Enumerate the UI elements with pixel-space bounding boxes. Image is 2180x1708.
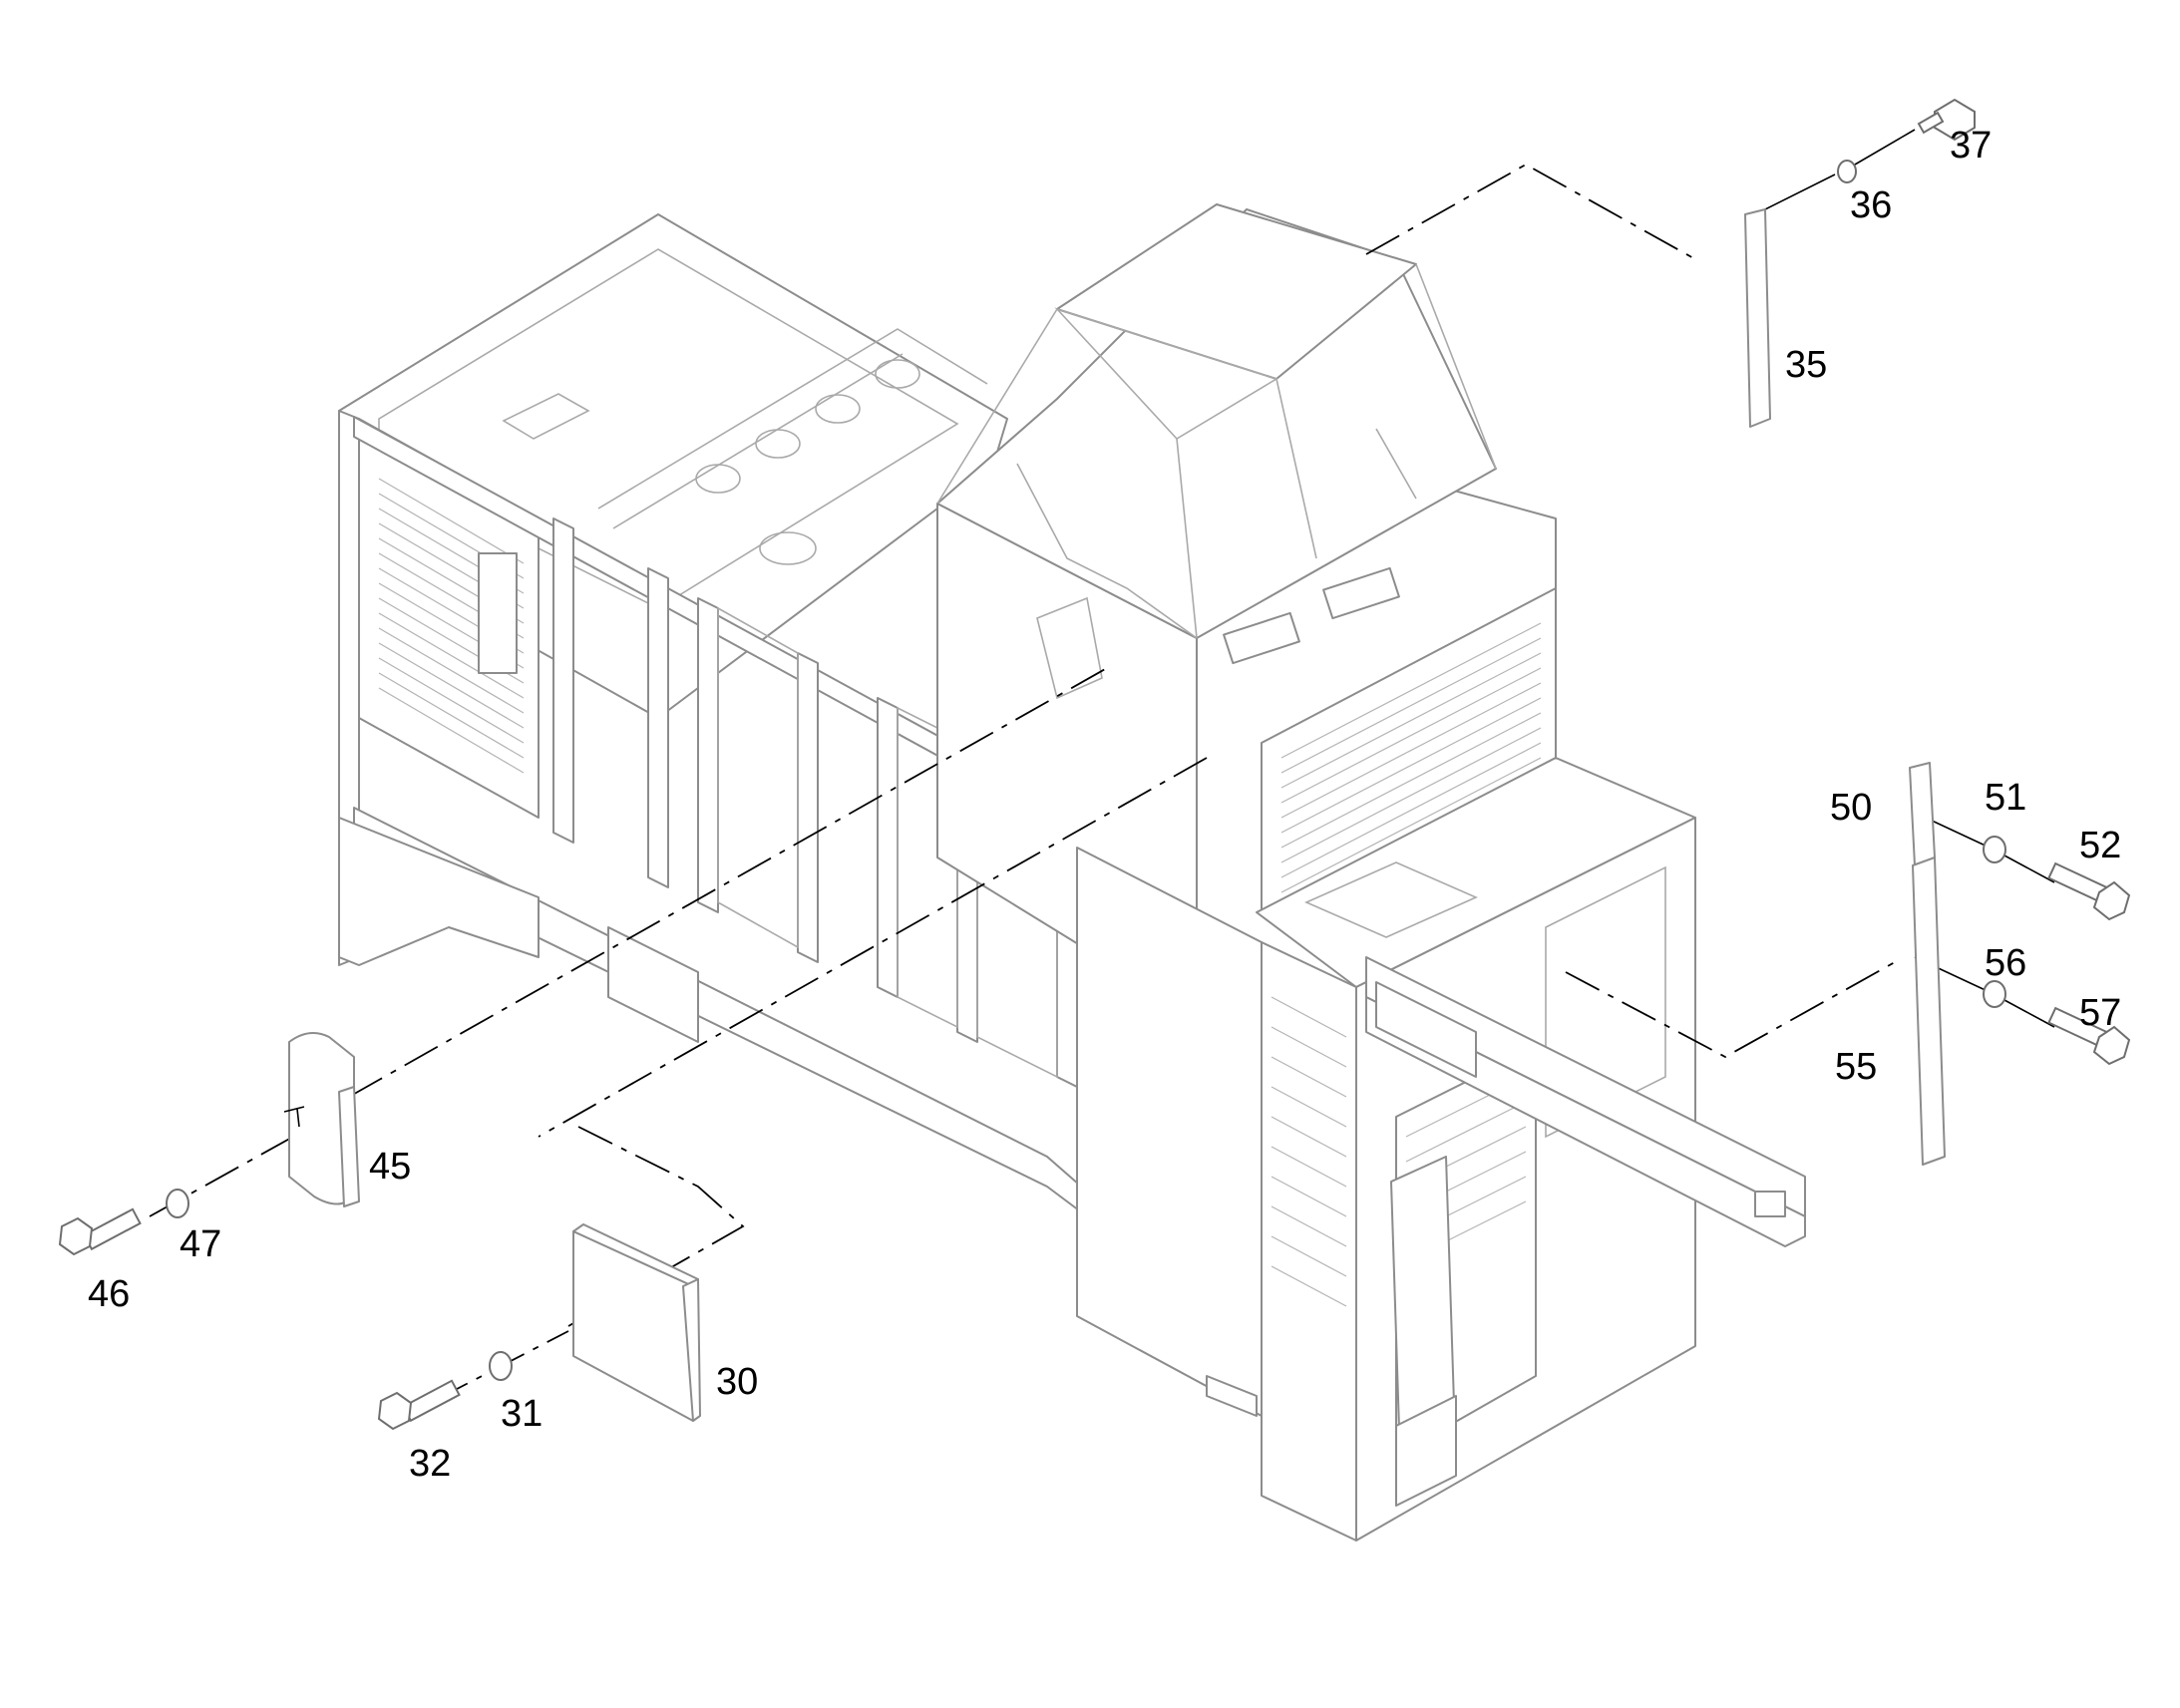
leader-55 bbox=[1565, 961, 1896, 1059]
left-box bbox=[478, 552, 518, 674]
part-56-washer bbox=[1983, 980, 2006, 1008]
callout-36: 36 bbox=[1850, 184, 1892, 226]
leader-45 bbox=[348, 667, 1108, 1098]
part-55-strip bbox=[1912, 856, 1946, 1166]
leader-30b bbox=[567, 1126, 745, 1327]
part-50-strip bbox=[1909, 762, 1936, 866]
callout-37: 37 bbox=[1950, 125, 1992, 167]
lower-grille bbox=[1271, 996, 1347, 1307]
part-52-bolt bbox=[2047, 861, 2131, 921]
callout-47: 47 bbox=[180, 1223, 221, 1265]
arm-end-block bbox=[1754, 1191, 1786, 1217]
callout-32: 32 bbox=[409, 1443, 451, 1485]
part-46-bolt bbox=[58, 1207, 142, 1256]
base-left bbox=[338, 817, 540, 966]
part-37-bolt bbox=[1917, 98, 1976, 142]
part-36-washer bbox=[1837, 160, 1857, 183]
callout-52: 52 bbox=[2079, 825, 2121, 866]
hood-vent-2 bbox=[1322, 566, 1400, 620]
front-lower-block bbox=[1076, 847, 1263, 1417]
callout-45: 45 bbox=[369, 1146, 411, 1188]
callout-55: 55 bbox=[1835, 1046, 1877, 1088]
lower-corner-plate bbox=[1395, 1395, 1457, 1507]
callout-56: 56 bbox=[1985, 942, 2026, 984]
callouts: 37 36 35 50 51 52 56 57 55 45 47 46 30 3… bbox=[88, 125, 2121, 1485]
callout-31: 31 bbox=[501, 1393, 543, 1435]
callout-30: 30 bbox=[716, 1361, 758, 1403]
part-47-washer bbox=[166, 1189, 189, 1218]
callout-50: 50 bbox=[1830, 787, 1872, 829]
arm-bracket bbox=[1375, 981, 1477, 1078]
part-35-strip bbox=[1744, 208, 1771, 428]
base-foot bbox=[607, 926, 699, 1043]
housing-window bbox=[1036, 596, 1103, 700]
callout-51: 51 bbox=[1985, 777, 2026, 819]
part-45-bracket bbox=[283, 1032, 360, 1207]
bottom-skid bbox=[1206, 1375, 1258, 1417]
callout-46: 46 bbox=[88, 1273, 130, 1315]
part-57-bolt bbox=[2047, 1006, 2131, 1066]
leader-30 bbox=[538, 757, 1208, 1138]
part-31-washer bbox=[489, 1351, 513, 1381]
leader-35 bbox=[1365, 163, 1696, 260]
part-51-washer bbox=[1983, 836, 2006, 863]
part-30-cover-plate bbox=[572, 1223, 701, 1422]
part-32-bolt bbox=[377, 1379, 461, 1431]
hood-vent-1 bbox=[1223, 611, 1300, 665]
front-posts bbox=[552, 517, 1078, 1088]
main-frame-assembly bbox=[338, 203, 1806, 1541]
radiator-grille bbox=[1280, 622, 1542, 893]
callout-57: 57 bbox=[2079, 992, 2121, 1034]
front-lower-cabinet bbox=[1261, 941, 1357, 1541]
callout-35: 35 bbox=[1785, 344, 1827, 386]
deck-openings bbox=[502, 328, 988, 565]
